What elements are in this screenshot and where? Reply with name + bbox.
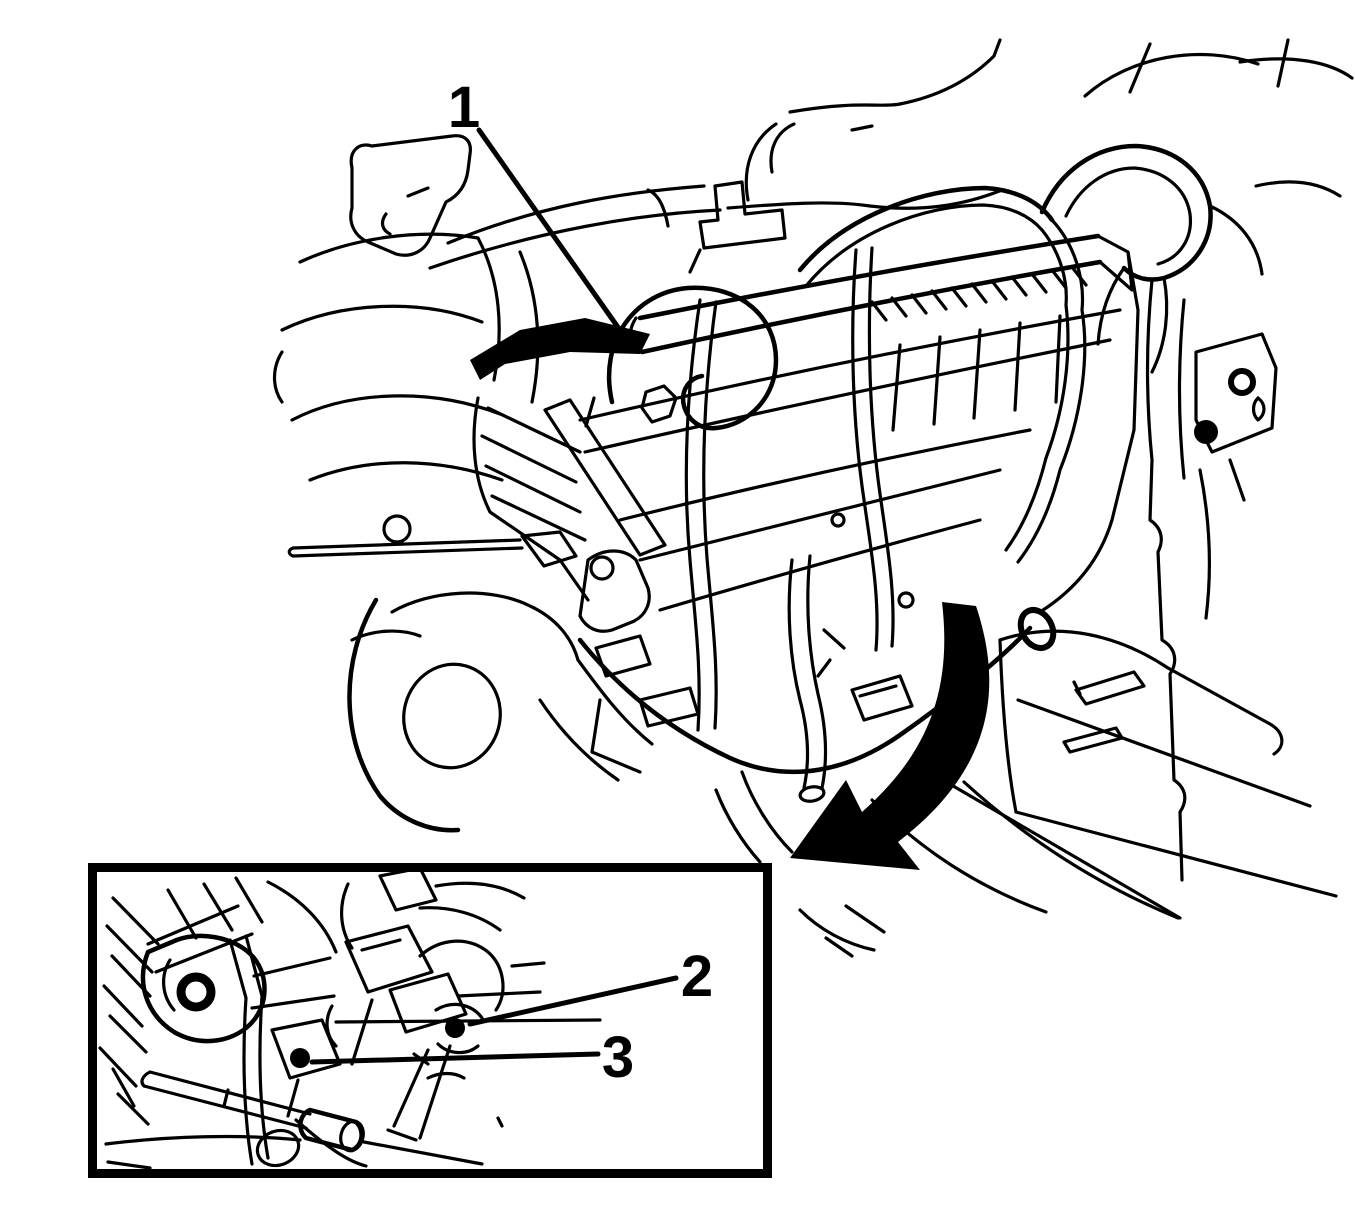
callout-2-label: 2 xyxy=(681,944,713,1009)
inset-washer-bolt-icon xyxy=(176,972,216,1012)
hvac-module xyxy=(470,180,1140,864)
tunnel-opening xyxy=(402,662,502,770)
rod-grommet-icon xyxy=(382,514,412,544)
callout-2: 2 xyxy=(467,944,713,1027)
callout-1: 1 xyxy=(448,75,625,336)
pillar-bolt-hole-icon xyxy=(1228,368,1256,396)
callout-3-label: 3 xyxy=(602,1025,634,1090)
loop-hose xyxy=(606,285,779,431)
callout-3: 3 xyxy=(309,1025,634,1090)
callout-1-leader-line xyxy=(476,127,625,336)
rotation-arrow xyxy=(790,602,990,870)
callout-2-leader-line xyxy=(467,975,679,1027)
harness-top-right xyxy=(1039,38,1354,374)
retaining-strap xyxy=(684,298,702,732)
inset-bolt-2 xyxy=(418,939,505,1055)
callout-1-label: 1 xyxy=(448,75,480,140)
inset-detail-box: 2 3 xyxy=(88,863,772,1178)
body-structure-top-left xyxy=(272,134,596,482)
drain-hose xyxy=(787,558,810,790)
inset-bolt-3 xyxy=(270,1018,342,1118)
floor-panel-right xyxy=(998,606,1338,898)
cowl-top-lines xyxy=(428,38,1004,274)
callout-3-leader-line xyxy=(309,1051,601,1065)
cowl-bracket-mass xyxy=(470,318,650,380)
pillar-bolt-icon xyxy=(1194,420,1218,444)
floor-grommet-icon xyxy=(1017,606,1057,652)
cowl-stub xyxy=(698,180,787,250)
pillar-right xyxy=(1145,278,1278,882)
inset-drawing xyxy=(98,866,602,1170)
foreground-left xyxy=(287,514,654,833)
